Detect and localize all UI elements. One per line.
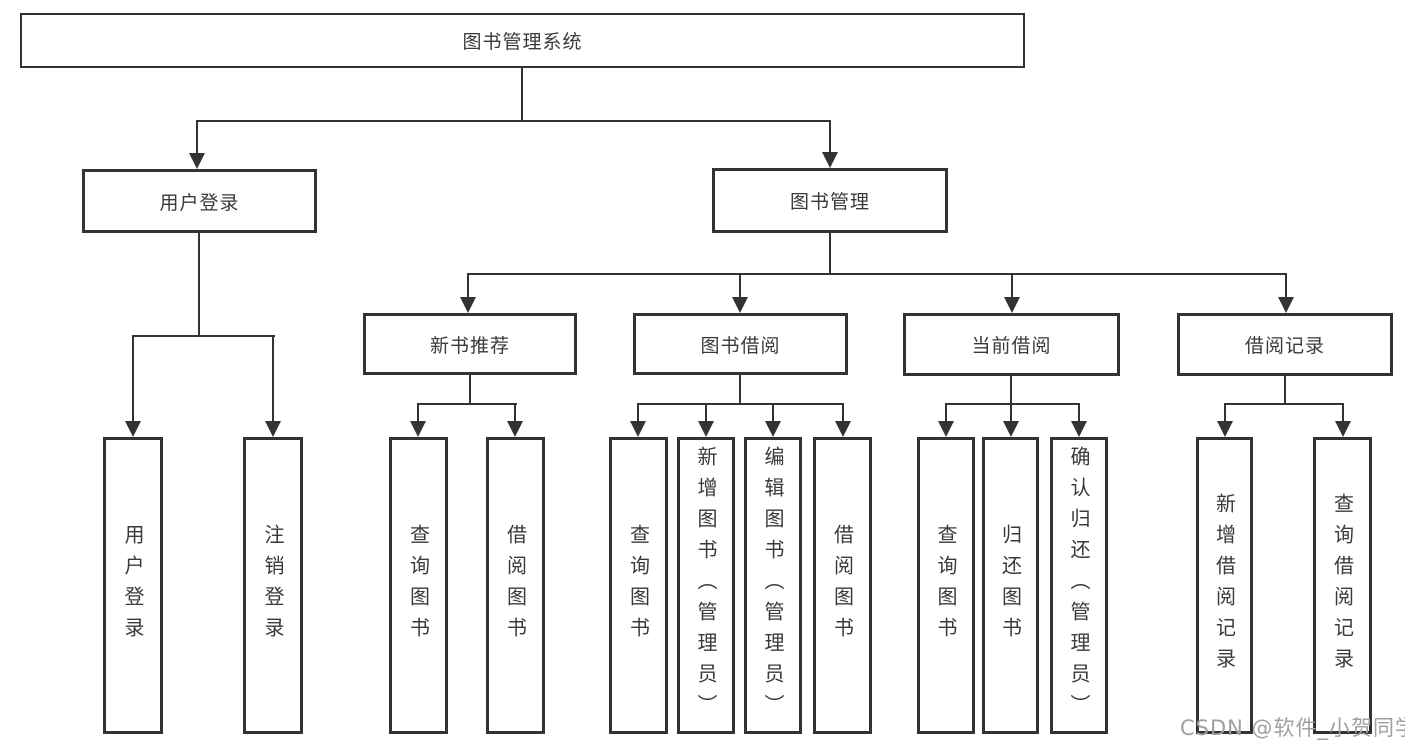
connector-line: [1010, 403, 1012, 423]
node-label: 图书借阅: [700, 334, 781, 357]
leaf-label: 注销登录: [261, 523, 285, 648]
connector-line: [132, 335, 275, 337]
leaf-label: 归还图书: [998, 523, 1023, 648]
node-new-book-recommendation: 新书推荐: [363, 313, 577, 375]
node-user-login: 用户登录: [82, 169, 317, 233]
leaf-borrow-books-recommend: 借阅图书: [486, 437, 545, 734]
node-book-borrowing: 图书借阅: [633, 313, 848, 375]
connector-line: [945, 403, 1080, 405]
arrow-down: [1003, 421, 1019, 437]
watermark: CSDN @软件_小贺同学: [1180, 716, 1405, 740]
arrow-down: [507, 421, 523, 437]
leaf-query-books-current: 查询图书: [917, 437, 975, 734]
leaf-label: 编辑图书（管理员）: [761, 446, 785, 725]
connector-line: [514, 403, 516, 423]
leaf-query-borrowing-record: 查询借阅记录: [1313, 437, 1372, 734]
arrow-down: [265, 421, 281, 437]
connector-line: [772, 403, 774, 423]
connector-line: [842, 403, 844, 423]
arrow-down: [732, 297, 748, 313]
node-library-management-system: 图书管理系统: [20, 13, 1025, 68]
arrow-down: [1335, 421, 1351, 437]
connector-line: [945, 403, 947, 423]
arrow-down: [410, 421, 426, 437]
node-label: 借阅记录: [1244, 335, 1325, 357]
leaf-query-books-recommend: 查询图书: [389, 437, 448, 734]
connector-line: [1078, 403, 1080, 423]
connector-line: [829, 233, 831, 275]
leaf-user-login: 用户登录: [103, 437, 163, 734]
arrow-down: [125, 421, 141, 437]
leaf-label: 确认归还（管理员）: [1067, 446, 1091, 725]
leaf-label: 查询借阅记录: [1330, 492, 1355, 679]
leaf-borrow-books-borrowing: 借阅图书: [813, 437, 872, 734]
leaf-logout-login: 注销登录: [243, 437, 303, 734]
leaf-confirm-return-admin: 确认归还（管理员）: [1050, 437, 1108, 734]
node-book-management: 图书管理: [712, 168, 948, 233]
connector-line: [637, 403, 639, 423]
connector-line: [469, 375, 471, 405]
connector-line: [198, 233, 200, 337]
connector-line: [467, 273, 469, 299]
connector-line: [417, 403, 517, 405]
connector-line: [829, 120, 831, 155]
arrow-down: [698, 421, 714, 437]
arrow-down: [189, 153, 205, 169]
leaf-label: 查询图书: [934, 523, 958, 648]
connector-line: [417, 403, 419, 423]
arrow-down: [765, 421, 781, 437]
leaf-edit-books-admin: 编辑图书（管理员）: [744, 437, 802, 734]
arrow-down: [822, 152, 838, 168]
connector-line: [1224, 403, 1344, 405]
node-borrowing-records: 借阅记录: [1177, 313, 1393, 376]
leaf-add-borrowing-record: 新增借阅记录: [1196, 437, 1253, 734]
connector-line: [637, 403, 844, 405]
node-current-borrowing: 当前借阅: [903, 313, 1120, 376]
node-label: 图书管理: [789, 191, 870, 213]
node-label: 图书管理系统: [462, 31, 583, 53]
connector-line: [196, 120, 831, 122]
leaf-label: 新增图书（管理员）: [694, 446, 718, 725]
leaf-label: 查询图书: [406, 523, 431, 648]
arrow-down: [460, 297, 476, 313]
connector-line: [1342, 403, 1344, 423]
leaf-add-books-admin: 新增图书（管理员）: [677, 437, 735, 734]
connector-line: [521, 68, 523, 122]
node-label: 当前借阅: [971, 335, 1052, 357]
leaf-return-books: 归还图书: [982, 437, 1039, 734]
arrow-down: [1278, 297, 1294, 313]
leaf-label: 借阅图书: [830, 523, 855, 648]
connector-line: [739, 375, 741, 405]
connector-line: [272, 335, 274, 423]
connector-line: [1285, 273, 1287, 299]
connector-line: [196, 120, 198, 156]
arrow-down: [1217, 421, 1233, 437]
leaf-query-books-borrowing: 查询图书: [609, 437, 668, 734]
leaf-label: 用户登录: [121, 523, 145, 648]
leaf-label: 查询图书: [626, 523, 651, 648]
leaf-label: 新增借阅记录: [1212, 492, 1237, 679]
arrow-down: [835, 421, 851, 437]
connector-line: [1224, 403, 1226, 423]
node-label: 用户登录: [159, 191, 240, 214]
connector-line: [739, 273, 741, 299]
arrow-down: [1071, 421, 1087, 437]
leaf-label: 借阅图书: [503, 523, 528, 648]
connector-line: [467, 273, 1287, 275]
connector-line: [1011, 273, 1013, 299]
connector-line: [705, 403, 707, 423]
node-label: 新书推荐: [429, 334, 510, 357]
arrow-down: [938, 421, 954, 437]
connector-line: [1010, 376, 1012, 405]
arrow-down: [1004, 297, 1020, 313]
connector-line: [1284, 376, 1286, 405]
arrow-down: [630, 421, 646, 437]
connector-line: [132, 335, 134, 423]
